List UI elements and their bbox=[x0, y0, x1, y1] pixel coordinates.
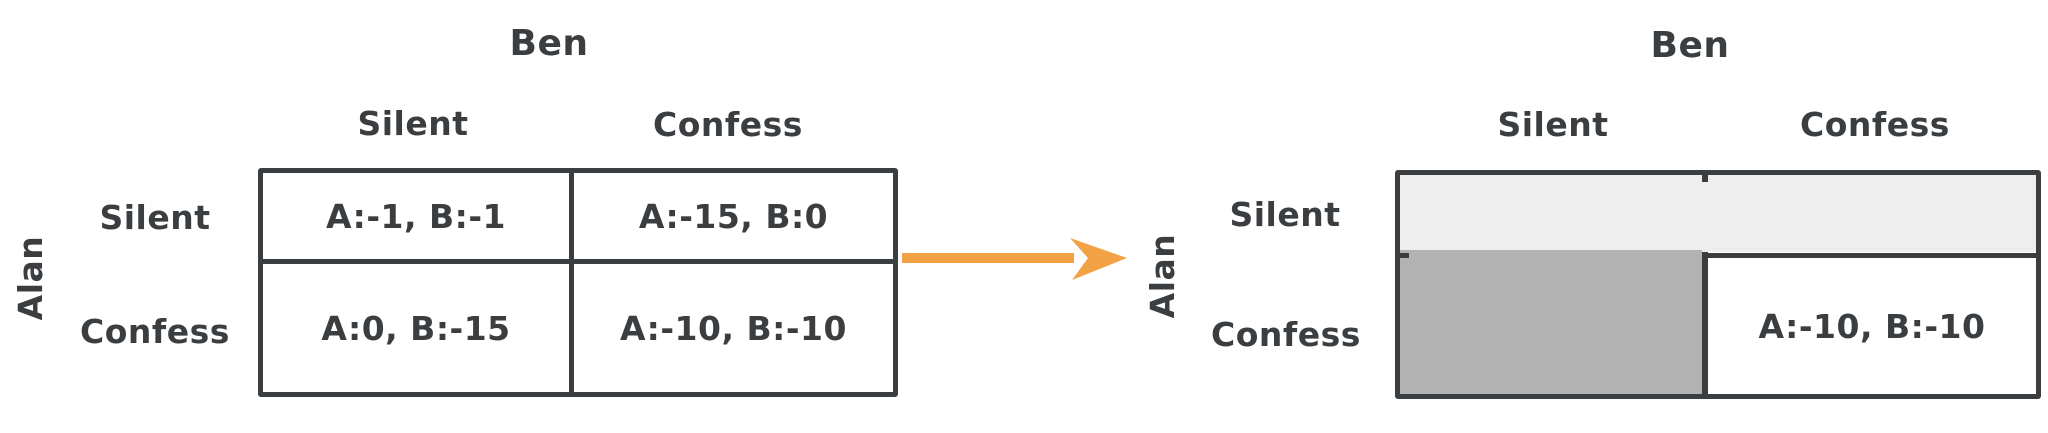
left-col-header-silent: Silent bbox=[357, 104, 469, 143]
left-cell-confess-silent: A:0, B:-15 bbox=[321, 308, 511, 348]
right-col-header-confess: Confess bbox=[1800, 105, 1950, 144]
right-matrix-grid: A:-10, B:-10 bbox=[1395, 170, 2041, 399]
left-cell-silent-confess: A:-15, B:0 bbox=[638, 196, 829, 236]
right-column-player-title: Ben bbox=[1650, 25, 1730, 66]
right-grid-top-tick bbox=[1702, 175, 1708, 182]
left-row-header-confess: Confess bbox=[80, 312, 230, 351]
left-matrix-grid: A:-1, B:-1 A:-15, B:0 A:0, B:-15 A:-10, … bbox=[258, 168, 898, 397]
right-row-header-confess: Confess bbox=[1211, 315, 1361, 354]
right-grid-vertical-divider bbox=[1702, 252, 1708, 394]
right-grid-horizontal-divider bbox=[1702, 253, 2036, 258]
left-row-header-silent: Silent bbox=[99, 198, 211, 237]
right-row-header-silent: Silent bbox=[1229, 195, 1341, 234]
left-grid-vertical-divider bbox=[569, 173, 574, 392]
right-eliminated-row-silent bbox=[1400, 175, 2036, 252]
right-col-header-silent: Silent bbox=[1497, 105, 1609, 144]
right-grid-left-tick bbox=[1400, 253, 1409, 258]
left-grid-horizontal-divider bbox=[263, 259, 893, 264]
right-cell-confess-confess: A:-10, B:-10 bbox=[1708, 258, 2036, 394]
left-cell-confess-confess: A:-10, B:-10 bbox=[620, 308, 847, 348]
left-cell-silent-silent: A:-1, B:-1 bbox=[325, 196, 507, 236]
left-column-player-title: Ben bbox=[509, 23, 589, 64]
right-eliminated-cell-confess-silent bbox=[1400, 250, 1702, 394]
left-col-header-confess: Confess bbox=[653, 105, 803, 144]
right-arrow-icon bbox=[902, 238, 1127, 280]
